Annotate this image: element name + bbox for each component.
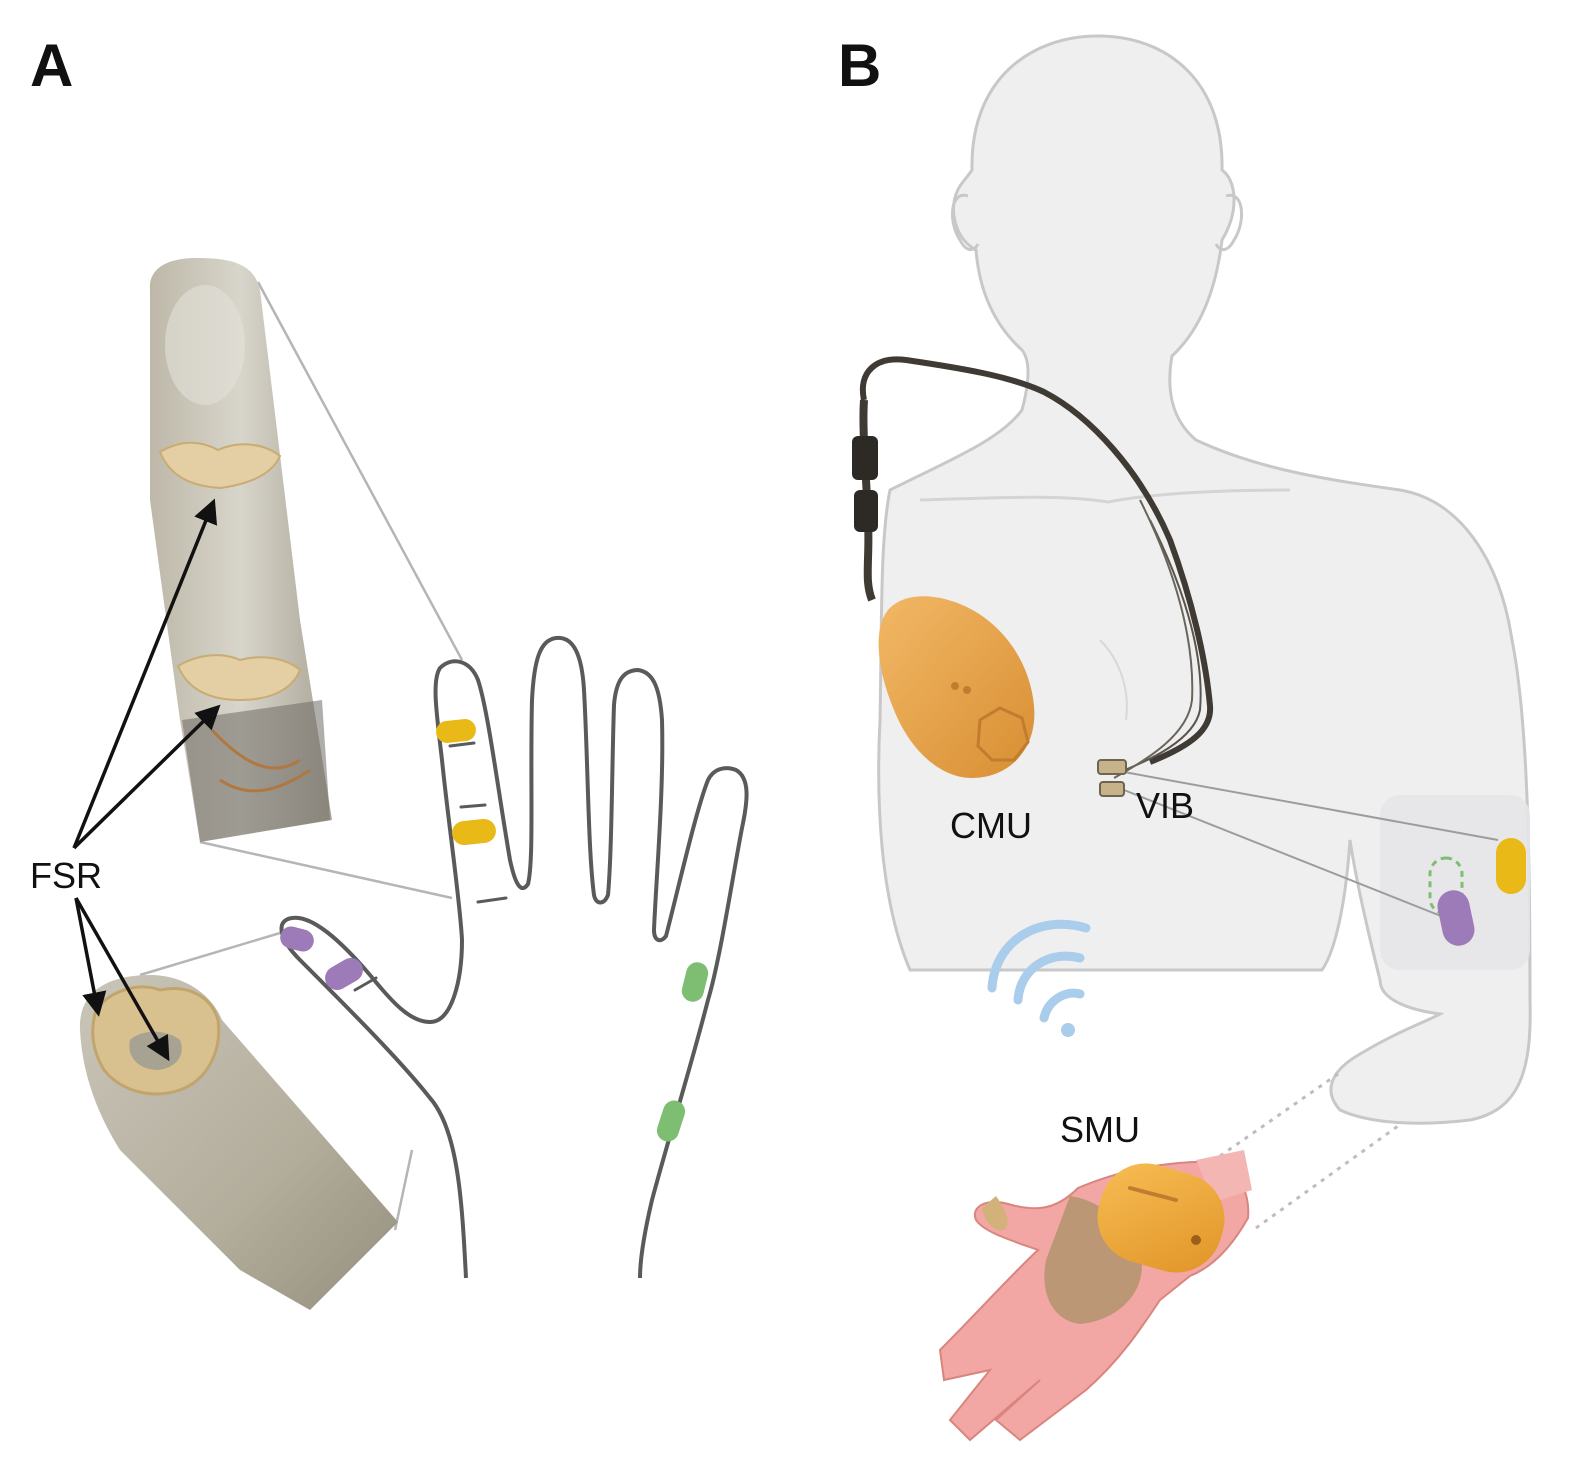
cmu-device <box>878 596 1035 778</box>
cable-strands <box>1119 519 1202 773</box>
yellow-sensor-distal <box>436 719 476 743</box>
vib-actuator <box>1097 759 1127 797</box>
hand-outline <box>279 635 749 1279</box>
index-finger-photo <box>149 258 332 842</box>
joint-marks <box>353 741 508 992</box>
panel-b-letter: B <box>838 32 881 99</box>
purple-sensor-distal <box>280 926 314 952</box>
smu-label: SMU <box>1060 1109 1140 1150</box>
purple-arm-sensor <box>1437 890 1475 946</box>
right-ear <box>1214 193 1244 251</box>
fsr-arrows <box>72 498 221 1062</box>
panel-a: A <box>30 32 749 1310</box>
panel-a-letter: A <box>30 32 73 99</box>
green-sensor-lower <box>656 1100 686 1142</box>
purple-sensor-middle <box>325 958 363 990</box>
thumb-photo <box>79 975 398 1310</box>
vib-label: VIB <box>1136 785 1194 826</box>
panel-b: B <box>838 32 1532 1442</box>
cmu-label: CMU <box>950 805 1032 846</box>
arrow-icon <box>74 897 107 1017</box>
green-sensor-upper <box>681 962 709 1002</box>
yellow-arm-sensor <box>1496 838 1526 894</box>
prosthesis-dashed-lines <box>1219 1072 1399 1230</box>
fsr-label: FSR <box>30 855 102 896</box>
torso-silhouette <box>877 34 1532 1125</box>
arrow-icon <box>72 498 218 849</box>
zoom-connector-lines <box>139 281 464 1231</box>
chest-line <box>1099 639 1128 721</box>
left-ear <box>950 193 980 251</box>
cable-connector-1 <box>852 436 878 480</box>
vib-leader-lines <box>1123 771 1499 919</box>
prosthetic-hand <box>938 1150 1252 1442</box>
collarbone <box>919 488 1291 504</box>
wifi-icon <box>987 919 1091 1037</box>
yellow-sensor-middle <box>452 818 496 846</box>
purple-arm-sensor-outline <box>1428 856 1464 916</box>
arrow-icon <box>72 704 221 850</box>
cable <box>859 356 1214 765</box>
arrow-icon <box>74 897 170 1062</box>
cable-connector-2 <box>854 490 878 532</box>
